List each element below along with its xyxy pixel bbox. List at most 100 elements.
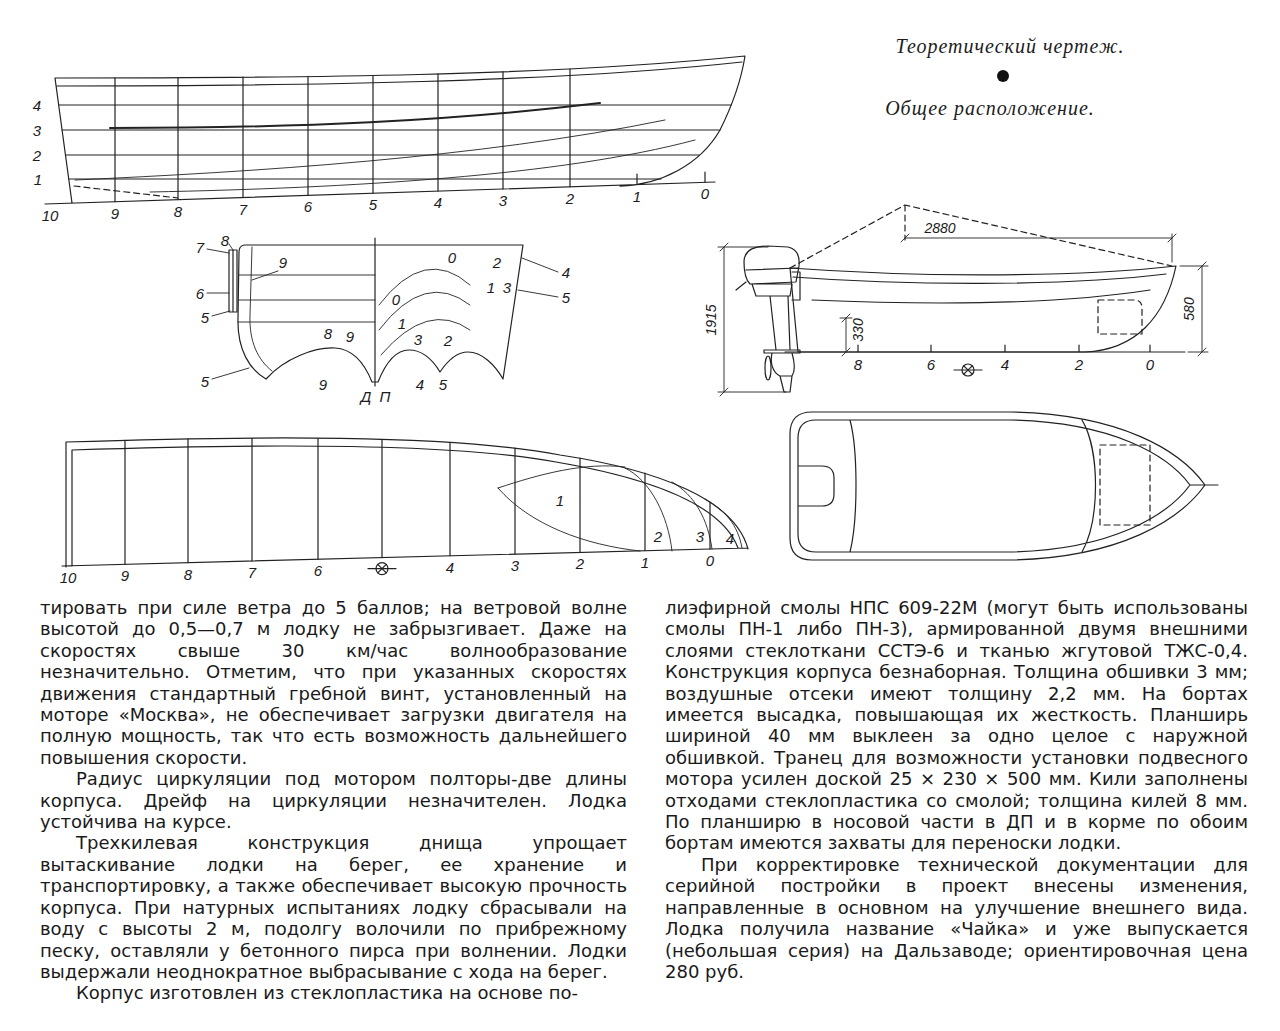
callout-number: 10	[60, 570, 77, 585]
callout-number: 1	[641, 554, 649, 569]
callout-number: 2	[444, 333, 452, 348]
seat-outline	[1098, 300, 1142, 334]
waterline	[238, 275, 375, 322]
callout-number: 2	[33, 148, 41, 163]
outboard-motor	[736, 246, 800, 392]
bullet-dot	[997, 70, 1009, 82]
callout-number: 3	[503, 280, 511, 295]
body-text: Трехкилевая конструкция днища упрощает в…	[40, 832, 627, 982]
callout-number: 7	[239, 201, 247, 216]
callout-number: 2	[576, 556, 584, 571]
section-line	[250, 247, 470, 371]
callout-number: Д	[361, 389, 372, 404]
drawing-caption: Общее расположение.	[885, 98, 1095, 118]
dimension: 580	[1182, 297, 1196, 320]
callout-number: 3	[511, 558, 519, 573]
callout-number: 8	[221, 233, 229, 248]
callout-number: 4	[446, 559, 454, 574]
body-text: тировать при силе ветра до 5 баллов; на …	[40, 597, 627, 768]
callout-number: 6	[927, 357, 935, 372]
callout-number: 2	[1075, 357, 1083, 372]
callout-number: 9	[279, 255, 287, 270]
station-line	[125, 438, 710, 564]
dimension-line	[718, 234, 1208, 396]
callout-number: 8	[324, 326, 332, 341]
callout-number: 1	[487, 280, 495, 295]
body-text: Корпус изготовлен из стеклопластика на о…	[40, 982, 627, 1003]
midship-symbol	[368, 563, 396, 575]
leader-line	[207, 244, 558, 379]
boat-side	[790, 266, 1176, 352]
callout-number: 3	[33, 123, 41, 138]
callout-number: 0	[1146, 357, 1154, 372]
callout-number: 9	[319, 377, 327, 392]
buttock-line	[75, 120, 695, 192]
callout-number: 4	[434, 195, 442, 210]
station-line	[115, 69, 705, 202]
callout-number: 0	[392, 292, 400, 307]
callout-number: 5	[369, 197, 377, 212]
half-breadth-outline	[62, 438, 748, 567]
callout-number: 9	[121, 568, 129, 583]
callout-number: 1	[633, 188, 641, 203]
hull-profile	[45, 56, 745, 204]
callout-number: 6	[314, 563, 322, 578]
callout-number: П	[380, 389, 391, 404]
text-column: лиэфирной смолы НПС 609-22М (могут быть …	[665, 597, 1248, 982]
callout-number: 3	[499, 193, 507, 208]
seat-outline	[1100, 445, 1150, 525]
callout-number: 10	[42, 208, 59, 223]
callout-number: 2	[566, 190, 574, 205]
callout-number: 8	[184, 566, 192, 581]
callout-number: 4	[33, 98, 41, 113]
callout-number: 1	[398, 316, 406, 331]
waterline	[59, 105, 731, 179]
body-text: Радиус циркуляции под мотором полторы-дв…	[40, 768, 627, 832]
buttock-line	[74, 186, 178, 198]
body-plan-outline	[238, 245, 523, 382]
callout-number: 2	[493, 255, 501, 270]
callout-number: 6	[304, 199, 312, 214]
callout-number: 2	[654, 529, 662, 544]
callout-number: 4	[416, 377, 424, 392]
callout-number: 7	[248, 565, 256, 580]
chine-line	[110, 103, 600, 128]
callout-number: 6	[196, 286, 204, 301]
dimension: 1915	[704, 304, 718, 335]
text-column: тировать при силе ветра до 5 баллов; на …	[40, 597, 627, 1004]
callout-number: 5	[439, 377, 447, 392]
callout-number: 3	[414, 332, 422, 347]
callout-number: 5	[201, 374, 209, 389]
callout-number: 1	[34, 172, 42, 187]
callout-number: 9	[111, 205, 119, 220]
callout-number: 3	[696, 529, 704, 544]
drawing-caption: Теоретический чертеж.	[895, 36, 1124, 56]
callout-number: 5	[201, 310, 209, 325]
callout-number: 5	[562, 290, 570, 305]
callout-number: 9	[346, 329, 354, 344]
gunwale-detail	[229, 250, 237, 312]
base-line	[785, 345, 1185, 352]
dimension: 2880	[924, 221, 955, 235]
body-text: лиэфирной смолы НПС 609-22М (могут быть …	[665, 597, 1248, 854]
callout-number: 4	[1001, 357, 1009, 372]
waterline	[498, 466, 742, 551]
callout-number: 4	[562, 265, 570, 280]
boat-plan	[790, 412, 1218, 560]
callout-number: 7	[196, 240, 204, 255]
center-line	[374, 238, 375, 386]
propeller	[765, 356, 771, 380]
callout-number: 0	[701, 186, 709, 201]
callout-number: 0	[448, 250, 456, 265]
body-text: При корректировке технической документац…	[665, 854, 1248, 982]
callout-number: 8	[854, 357, 862, 372]
midship-symbol	[954, 364, 982, 376]
callout-number: 0	[706, 553, 714, 568]
sight-line	[790, 205, 1172, 268]
callout-number: 1	[556, 493, 564, 508]
callout-number: 8	[174, 203, 182, 218]
dimension: 330	[851, 318, 865, 341]
callout-number: 4	[726, 531, 734, 546]
